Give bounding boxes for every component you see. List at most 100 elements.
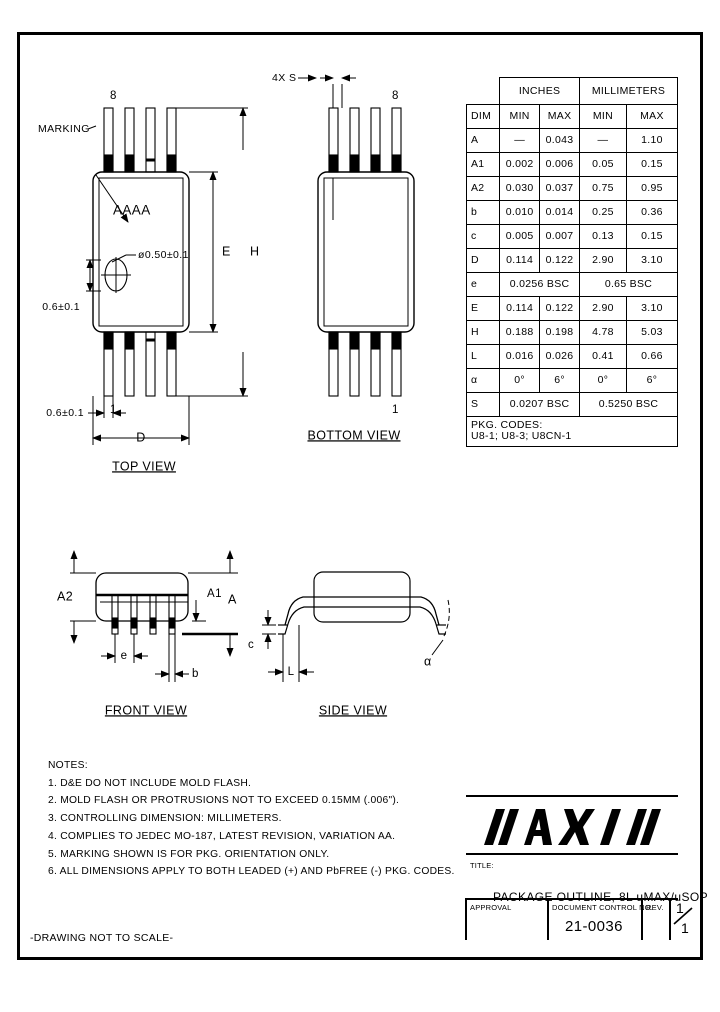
table-cell: 2.90 bbox=[579, 296, 627, 321]
top-view-dim-E: E bbox=[222, 244, 231, 258]
table-cell: 0.0256 BSC bbox=[499, 272, 581, 297]
table-cell: 0.65 BSC bbox=[579, 272, 678, 297]
top-view-title: TOP VIEW bbox=[112, 459, 176, 473]
table-cell: 0.41 bbox=[579, 344, 627, 369]
table-cell: 6° bbox=[539, 368, 581, 393]
table-cell: 0.122 bbox=[539, 248, 581, 273]
table-group-header-millimeters: MILLIMETERS bbox=[579, 77, 678, 105]
note-item: 2. MOLD FLASH OR PROTRUSIONS NOT TO EXCE… bbox=[48, 795, 400, 807]
table-col-dim: DIM bbox=[465, 104, 501, 129]
table-cell: 2.90 bbox=[579, 248, 627, 273]
table-cell: 0.15 bbox=[625, 152, 679, 177]
table-cell: 0.5250 BSC bbox=[579, 392, 678, 417]
table-cell: 0.25 bbox=[579, 200, 627, 225]
doc-control-label: DOCUMENT CONTROL NO. bbox=[552, 903, 654, 912]
front-view-title: FRONT VIEW bbox=[105, 703, 187, 717]
table-cell: 0.188 bbox=[499, 320, 541, 345]
table-cell: A bbox=[465, 128, 501, 153]
table-cell: 0.36 bbox=[625, 200, 679, 225]
table-cell: — bbox=[579, 128, 627, 153]
rev-label: REV. bbox=[646, 903, 664, 912]
table-cell: S bbox=[465, 392, 501, 417]
pkg-codes-label: PKG. CODES: bbox=[471, 419, 543, 431]
table-cell: 3.10 bbox=[625, 296, 679, 321]
pkg-codes-cell: PKG. CODES: U8-1; U8-3; U8CN-1 bbox=[466, 416, 678, 447]
table-cell: e bbox=[465, 272, 501, 297]
dimension-table: INCHES MILLIMETERS DIM MIN MAX MIN MAX A… bbox=[465, 77, 679, 447]
bottom-view-pin8-label: 8 bbox=[392, 90, 399, 102]
side-view-dim-L: L bbox=[288, 666, 295, 678]
sheet-value: 1 bbox=[681, 920, 690, 936]
side-view-title: SIDE VIEW bbox=[319, 703, 387, 717]
table-column-header-row: DIM MIN MAX MIN MAX bbox=[465, 104, 679, 129]
table-cell: 0.198 bbox=[539, 320, 581, 345]
top-view-dim-0.6-vertical: 0.6±0.1 bbox=[42, 301, 80, 313]
bottom-view-pin1-label: 1 bbox=[392, 404, 399, 416]
note-item: 6. ALL DIMENSIONS APPLY TO BOTH LEADED (… bbox=[48, 866, 455, 878]
table-col-in-max: MAX bbox=[539, 104, 581, 129]
note-item: 1. D&E DO NOT INCLUDE MOLD FLASH. bbox=[48, 777, 252, 789]
table-cell: 5.03 bbox=[625, 320, 679, 345]
side-view-drawing bbox=[262, 571, 450, 682]
front-view-dim-A2: A2 bbox=[57, 589, 73, 603]
title-label: TITLE: bbox=[470, 861, 494, 870]
pkg-codes-value: U8-1; U8-3; U8CN-1 bbox=[471, 429, 572, 442]
front-view-dim-A1: A1 bbox=[207, 588, 222, 600]
top-view-dim-D: D bbox=[136, 430, 145, 444]
side-view-dim-c: c bbox=[248, 639, 254, 651]
pkg-codes-row: PKG. CODES: U8-1; U8-3; U8CN-1 bbox=[466, 416, 678, 447]
table-cell: 0.15 bbox=[625, 224, 679, 249]
table-cell: 0.016 bbox=[499, 344, 541, 369]
maxim-logo bbox=[466, 805, 678, 850]
front-view-dim-A: A bbox=[228, 592, 237, 606]
not-to-scale-label: -DRAWING NOT TO SCALE- bbox=[30, 932, 174, 944]
approval-label: APPROVAL bbox=[470, 903, 512, 912]
drawing-border bbox=[17, 32, 703, 960]
top-view-marking-label: MARKING bbox=[38, 123, 90, 135]
table-cell: 0.007 bbox=[539, 224, 581, 249]
notes-list: 1. D&E DO NOT INCLUDE MOLD FLASH. 2. MOLD… bbox=[48, 775, 468, 881]
top-view-dim-H: H bbox=[250, 244, 259, 258]
table-cell: 0.122 bbox=[539, 296, 581, 321]
table-corner-cell bbox=[466, 77, 501, 105]
table-group-header-row: INCHES MILLIMETERS bbox=[466, 77, 678, 105]
note-item: 5. MARKING SHOWN IS FOR PKG. ORIENTATION… bbox=[48, 848, 330, 860]
doc-control-value: 21-0036 bbox=[565, 918, 623, 935]
table-cell: 0.043 bbox=[539, 128, 581, 153]
top-view-pin1-label: 1 bbox=[110, 404, 117, 416]
title-value: PACKAGE OUTLINE, 8L uMAX/uSOP bbox=[493, 890, 709, 904]
front-view-drawing bbox=[70, 550, 238, 682]
front-view-dim-b: b bbox=[192, 668, 199, 680]
table-cell: 0.75 bbox=[579, 176, 627, 201]
table-cell: 0.014 bbox=[539, 200, 581, 225]
front-view-dim-e: e bbox=[121, 650, 128, 662]
table-cell: D bbox=[465, 248, 501, 273]
table-cell: c bbox=[465, 224, 501, 249]
table-cell: E bbox=[465, 296, 501, 321]
note-item: 4. COMPLIES TO JEDEC MO-187, LATEST REVI… bbox=[48, 830, 396, 842]
top-view-drawing bbox=[86, 107, 248, 445]
bottom-view-dim-4XS: 4X S bbox=[272, 72, 296, 84]
top-view-pin8-label: 8 bbox=[110, 90, 117, 102]
rev-value: 1 bbox=[676, 900, 685, 916]
table-cell: 0.002 bbox=[499, 152, 541, 177]
table-cell: A2 bbox=[465, 176, 501, 201]
notes-heading: NOTES: bbox=[48, 760, 88, 771]
bottom-view-drawing bbox=[298, 74, 415, 397]
bottom-view-title: BOTTOM VIEW bbox=[307, 428, 400, 442]
title-block bbox=[466, 795, 678, 940]
top-view-dim-0.6-horizontal: 0.6±0.1 bbox=[46, 407, 84, 419]
top-view-marking-text: AAAA bbox=[113, 203, 151, 218]
